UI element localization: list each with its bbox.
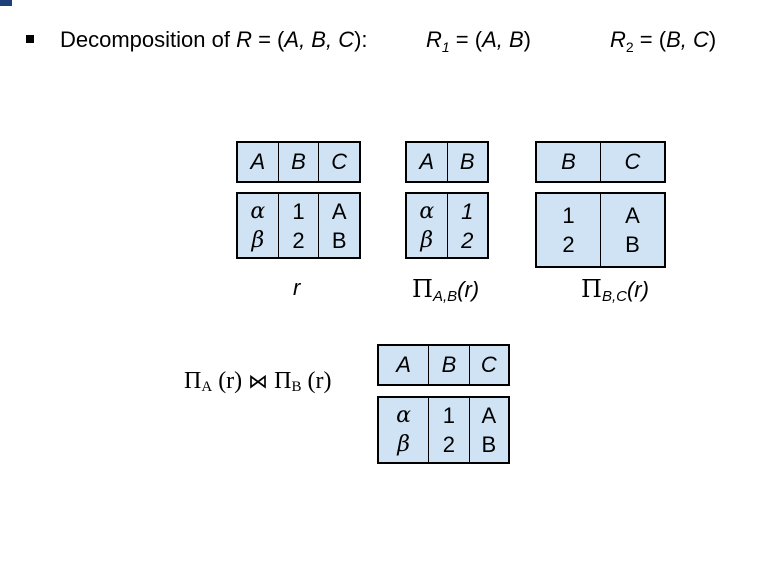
- table-cell: A: [625, 203, 640, 228]
- table-proj-ab-header-cell: A: [419, 149, 435, 174]
- table-r-caption: r: [293, 275, 301, 300]
- table-proj-bc-header-cell: C: [600, 143, 664, 181]
- table-cell: β: [397, 432, 410, 457]
- r2-eq: = (: [633, 27, 667, 52]
- table-proj-ab-caption: ΠA,B(r): [412, 275, 479, 305]
- pi-symbol: Π: [412, 275, 433, 303]
- r2-subscript: 2: [625, 39, 634, 55]
- table-cell: 1: [292, 198, 305, 224]
- natural-join-symbol: ⋈: [248, 369, 269, 393]
- table-proj-bc-column: A B: [600, 194, 664, 266]
- heading-relation-attrs: A, B, C: [284, 27, 355, 52]
- table-cell: 2: [442, 432, 456, 457]
- r1-end: ): [523, 27, 531, 52]
- table-r-header-cell: A: [250, 149, 266, 174]
- projection-attrs: A,B: [432, 288, 458, 305]
- r1-eq: = (: [449, 27, 483, 52]
- table-cell: α: [419, 198, 435, 224]
- table-cell: A: [331, 198, 347, 224]
- table-join-header: A B C: [377, 344, 510, 386]
- table-cell: 2: [292, 227, 305, 253]
- table-join-column: α β: [379, 398, 428, 462]
- table-proj-bc-header: B C: [535, 141, 666, 183]
- table-cell: A: [481, 403, 497, 428]
- projection-arg: (r): [457, 277, 480, 302]
- projection-attrs: B: [291, 379, 302, 395]
- decomposition-heading: Decomposition of R = (A, B, C):: [60, 27, 368, 53]
- table-cell: β: [251, 227, 265, 253]
- heading-relation-name: R: [236, 27, 252, 52]
- table-proj-ab-column: 1 2: [446, 194, 488, 257]
- table-proj-ab-header-cell: B: [446, 143, 488, 181]
- r1-definition: R1 = (A, B): [426, 27, 531, 55]
- table-cell: B: [481, 432, 497, 457]
- table-cell: α: [250, 198, 266, 224]
- pi-symbol: Π: [184, 368, 202, 394]
- projection-attrs: A: [201, 379, 213, 395]
- pi-symbol: Π: [268, 368, 292, 394]
- table-proj-bc-body: 1 2 A B: [535, 192, 666, 268]
- heading-prefix: Decomposition of: [60, 27, 237, 52]
- table-r-header-cell: C: [318, 143, 359, 181]
- table-proj-ab-column: α β: [407, 194, 447, 257]
- r1-name: R: [426, 27, 442, 52]
- projection-arg: (r): [626, 277, 649, 302]
- table-proj-bc-header-cell: B: [561, 149, 576, 174]
- table-r-header: A B C: [236, 141, 361, 183]
- slide-corner-decoration: [0, 0, 12, 6]
- table-proj-ab-header: A B: [405, 141, 489, 183]
- table-join-column: 1 2: [428, 398, 468, 462]
- table-proj-bc-caption: ΠB,C(r): [581, 275, 649, 305]
- heading-relation-eq: = (: [251, 27, 285, 52]
- projection-arg: (r): [212, 368, 249, 394]
- table-proj-ab-body: α β 1 2: [405, 192, 489, 259]
- bullet-square: [26, 35, 34, 43]
- table-cell: β: [420, 227, 434, 253]
- table-cell: α: [396, 403, 412, 428]
- table-proj-bc-column: 1 2: [537, 194, 600, 266]
- table-join-body: α β 1 2 A B: [377, 396, 510, 464]
- r2-name: R: [610, 27, 626, 52]
- r2-definition: R2 = (B, C): [610, 27, 716, 55]
- table-join-header-cell: A: [396, 352, 411, 377]
- r2-end: ): [708, 27, 717, 52]
- table-cell: 2: [562, 232, 575, 257]
- table-r-body: α β 1 2 A B: [236, 192, 361, 259]
- table-cell: 1: [461, 198, 474, 224]
- table-join-header-cell: C: [468, 346, 508, 384]
- projection-attrs: B,C: [601, 288, 627, 305]
- r1-subscript: 1: [441, 39, 450, 55]
- projection-arg: (r): [301, 368, 332, 394]
- table-join-header-cell: B: [428, 346, 468, 384]
- table-cell: 1: [442, 403, 456, 428]
- table-r-column: α β: [238, 194, 278, 257]
- natural-join-expression: ΠA (r) ⋈ ΠB (r): [184, 368, 332, 396]
- r2-attrs: B, C: [666, 27, 709, 52]
- table-cell: 1: [562, 203, 575, 228]
- table-cell: B: [331, 227, 347, 253]
- heading-relation-end: ):: [354, 27, 368, 52]
- table-r-header-cell: B: [277, 143, 319, 181]
- pi-symbol: Π: [581, 275, 602, 303]
- table-cell: 2: [461, 227, 474, 253]
- table-r-column: A B: [318, 194, 359, 257]
- table-r-column: 1 2: [277, 194, 319, 257]
- table-cell: B: [625, 232, 640, 257]
- table-join-column: A B: [468, 398, 508, 462]
- r1-attrs: A, B: [482, 27, 524, 52]
